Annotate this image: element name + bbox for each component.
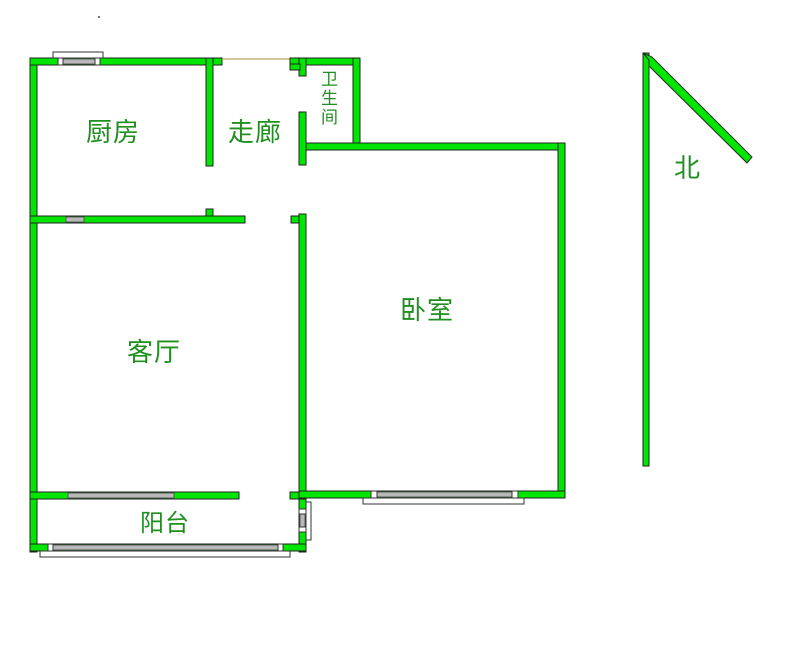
window-bedroom-sill — [362, 497, 525, 505]
window-kitchen-living — [65, 216, 85, 223]
window-balcony-sill — [39, 550, 291, 558]
wall-east-bedroom — [557, 142, 566, 498]
room-label-bedroom: 卧室 — [400, 296, 455, 326]
wall-living-bedroom — [298, 213, 307, 553]
window-balcony-east-sill — [305, 501, 312, 541]
room-label-corridor: 走廊 — [228, 118, 283, 148]
wall-kitchen-corridor — [205, 57, 214, 167]
wall-kitchen-living — [29, 215, 246, 224]
room-label-kitchen: 厨房 — [86, 118, 141, 148]
room-label-living-room: 客厅 — [127, 338, 182, 368]
window-balcony-east — [299, 512, 306, 528]
wall-bathroom-door-nib — [289, 63, 301, 71]
compass-label-north: 北 — [674, 154, 702, 184]
wall-bathroom-east — [352, 57, 361, 151]
window-bedroom — [375, 491, 513, 498]
north-arrow-icon — [642, 52, 753, 467]
room-label-bathroom: 卫生间 — [317, 70, 337, 127]
wall-north-bedroom — [298, 142, 566, 151]
room-label-balcony: 阳台 — [140, 509, 190, 537]
stray-mark — [98, 16, 100, 18]
wall-corridor-bathroom-bottom — [298, 111, 307, 166]
window-kitchen-sill — [52, 51, 104, 59]
wall-west — [29, 57, 38, 553]
window-balcony — [52, 544, 279, 551]
window-kitchen — [60, 58, 96, 65]
window-living-balcony — [67, 492, 175, 499]
wall-north-kitchen — [29, 57, 223, 66]
